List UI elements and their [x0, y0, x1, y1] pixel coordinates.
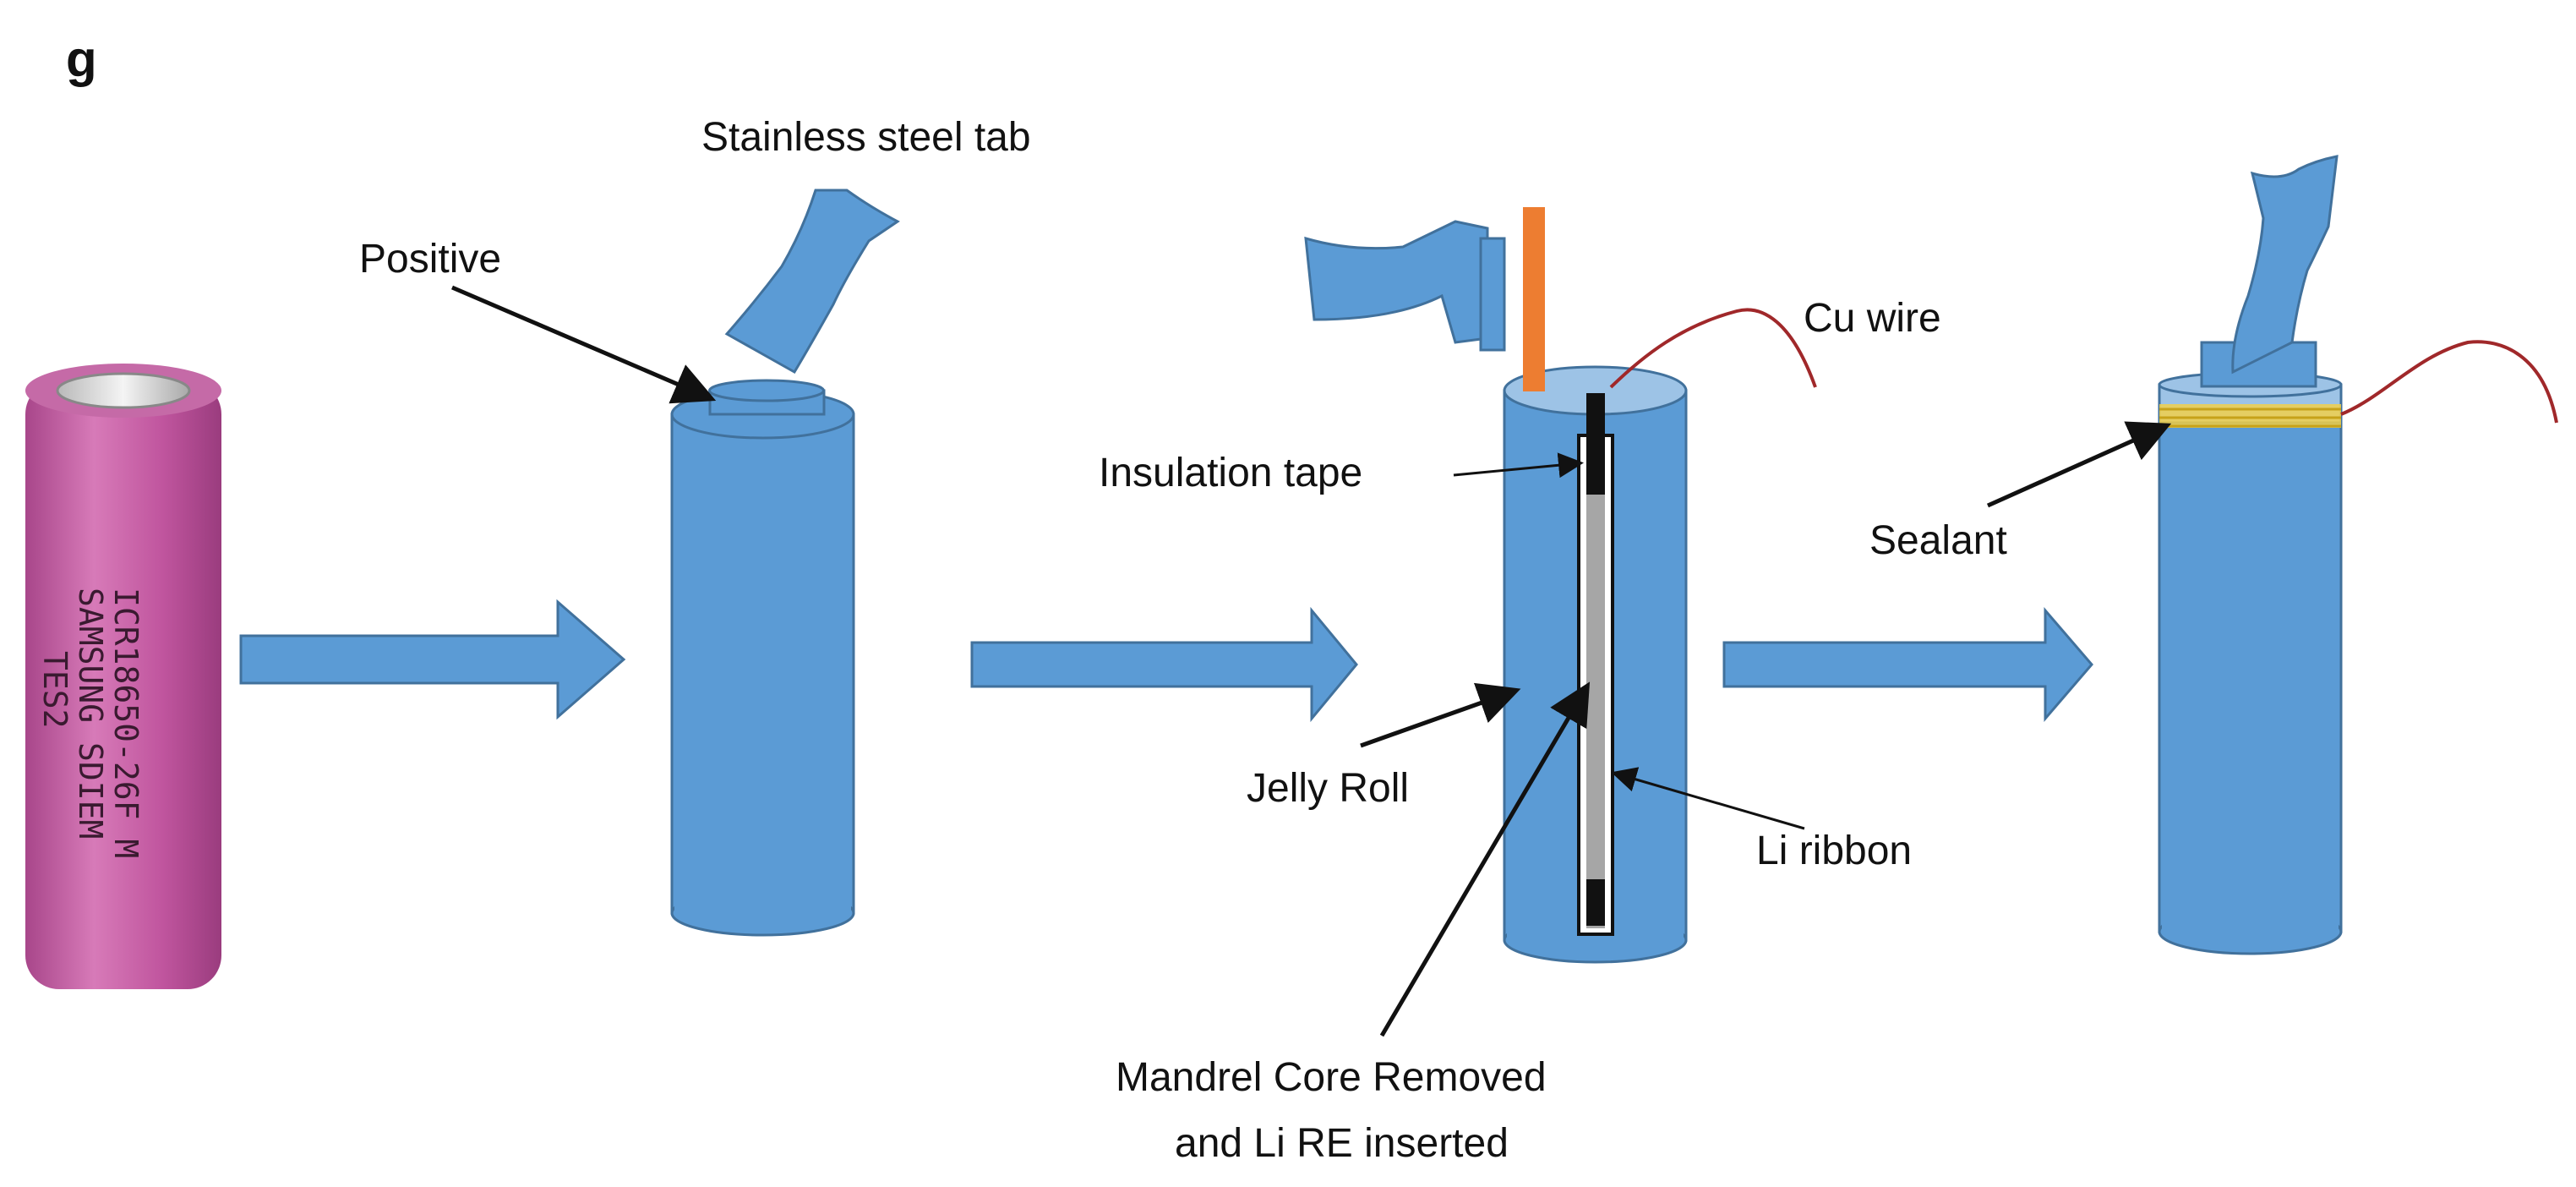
cu-wire: [1609, 308, 1817, 389]
leader-li-ribbon: [1611, 767, 1805, 830]
label-insulation-tape: Insulation tape: [1099, 451, 1362, 495]
leader-sealant: [1986, 421, 2172, 508]
samsung-18650-battery: ICR18650-26F M SAMSUNG SDIEM TES2: [25, 364, 221, 989]
process-arrow-2: [970, 606, 1358, 723]
opened-cell-stage: [670, 189, 900, 937]
stainless-steel-tab: [724, 189, 900, 375]
label-positive: Positive: [359, 237, 501, 282]
leader-mandrel: [1379, 681, 1591, 1037]
li-reference-electrode: [1577, 393, 1614, 936]
orange-tab: [1523, 207, 1545, 391]
label-li-ribbon: Li ribbon: [1756, 829, 1912, 873]
label-sealant: Sealant: [1869, 518, 2007, 563]
label-mandrel-line1: Mandrel Core Removed: [1116, 1055, 1547, 1100]
label-jelly-roll: Jelly Roll: [1247, 766, 1409, 811]
cu-wire-sealed: [2340, 340, 2558, 424]
sealed-cell-stage: [2158, 155, 2558, 955]
reference-electrode-stage: [1304, 207, 1817, 964]
battery-print-line3: TES2: [36, 651, 74, 729]
leader-insulation-tape: [1453, 452, 1584, 479]
battery-print-line2: SAMSUNG SDIEM: [72, 588, 109, 839]
leader-jelly-roll: [1360, 682, 1521, 748]
panel-label: g: [66, 30, 97, 87]
process-arrow-1: [239, 599, 626, 720]
label-mandrel-line2: and Li RE inserted: [1175, 1121, 1509, 1166]
sealant-ring: [2159, 404, 2341, 428]
label-stainless-steel-tab: Stainless steel tab: [701, 115, 1031, 160]
leader-positive: [451, 285, 717, 404]
bent-tab: [1304, 220, 1489, 344]
label-cu-wire: Cu wire: [1804, 296, 1941, 341]
stainless-steel-tab-welded: [2231, 155, 2339, 375]
positive-terminal: [708, 379, 826, 416]
battery-print-line1: ICR18650-26F M: [107, 588, 145, 858]
process-arrow-3: [1722, 606, 2093, 723]
